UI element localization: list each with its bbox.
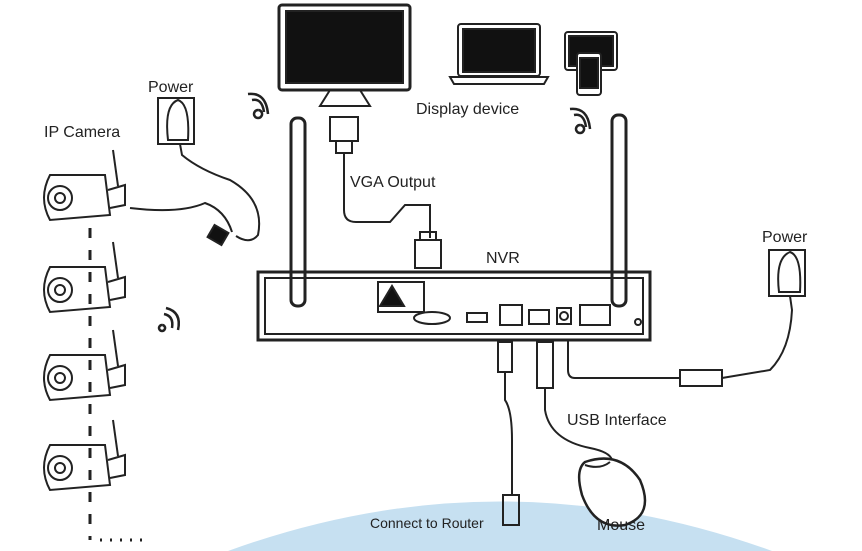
ip-camera: [43, 329, 126, 402]
vga-cable: [329, 116, 442, 269]
antenna-left: [289, 116, 307, 308]
label-power-right: Power: [762, 229, 808, 246]
wifi-icon: [247, 92, 270, 120]
antenna-right: [610, 113, 628, 308]
wifi-icon: [157, 306, 180, 333]
router-area: [228, 501, 772, 551]
ip-camera: [43, 149, 126, 222]
label-display-device: Display device: [416, 101, 520, 118]
camera-list: [43, 149, 150, 542]
label-mouse: Mouse: [597, 517, 646, 534]
monitor-icon: [277, 3, 412, 107]
tablet-phone-icon: [564, 31, 618, 96]
label-vga-output: VGA Output: [350, 174, 436, 191]
label-power-left: Power: [148, 79, 194, 96]
usb-cable: [536, 341, 613, 461]
ethernet-cable: [497, 341, 520, 526]
laptop-icon: [448, 23, 550, 85]
mouse-icon: [577, 457, 647, 527]
nvr-device: [256, 270, 652, 342]
label-ip-camera: IP Camera: [44, 124, 121, 141]
ip-camera: [43, 419, 126, 492]
wifi-icon: [569, 107, 592, 135]
ip-camera: [43, 241, 126, 314]
label-usb-interface: USB Interface: [567, 412, 667, 429]
power-adapter-left: [129, 97, 261, 247]
label-connect-router: Connect to Router: [370, 515, 484, 531]
label-nvr: NVR: [486, 250, 520, 267]
power-adapter-right: [567, 249, 806, 387]
